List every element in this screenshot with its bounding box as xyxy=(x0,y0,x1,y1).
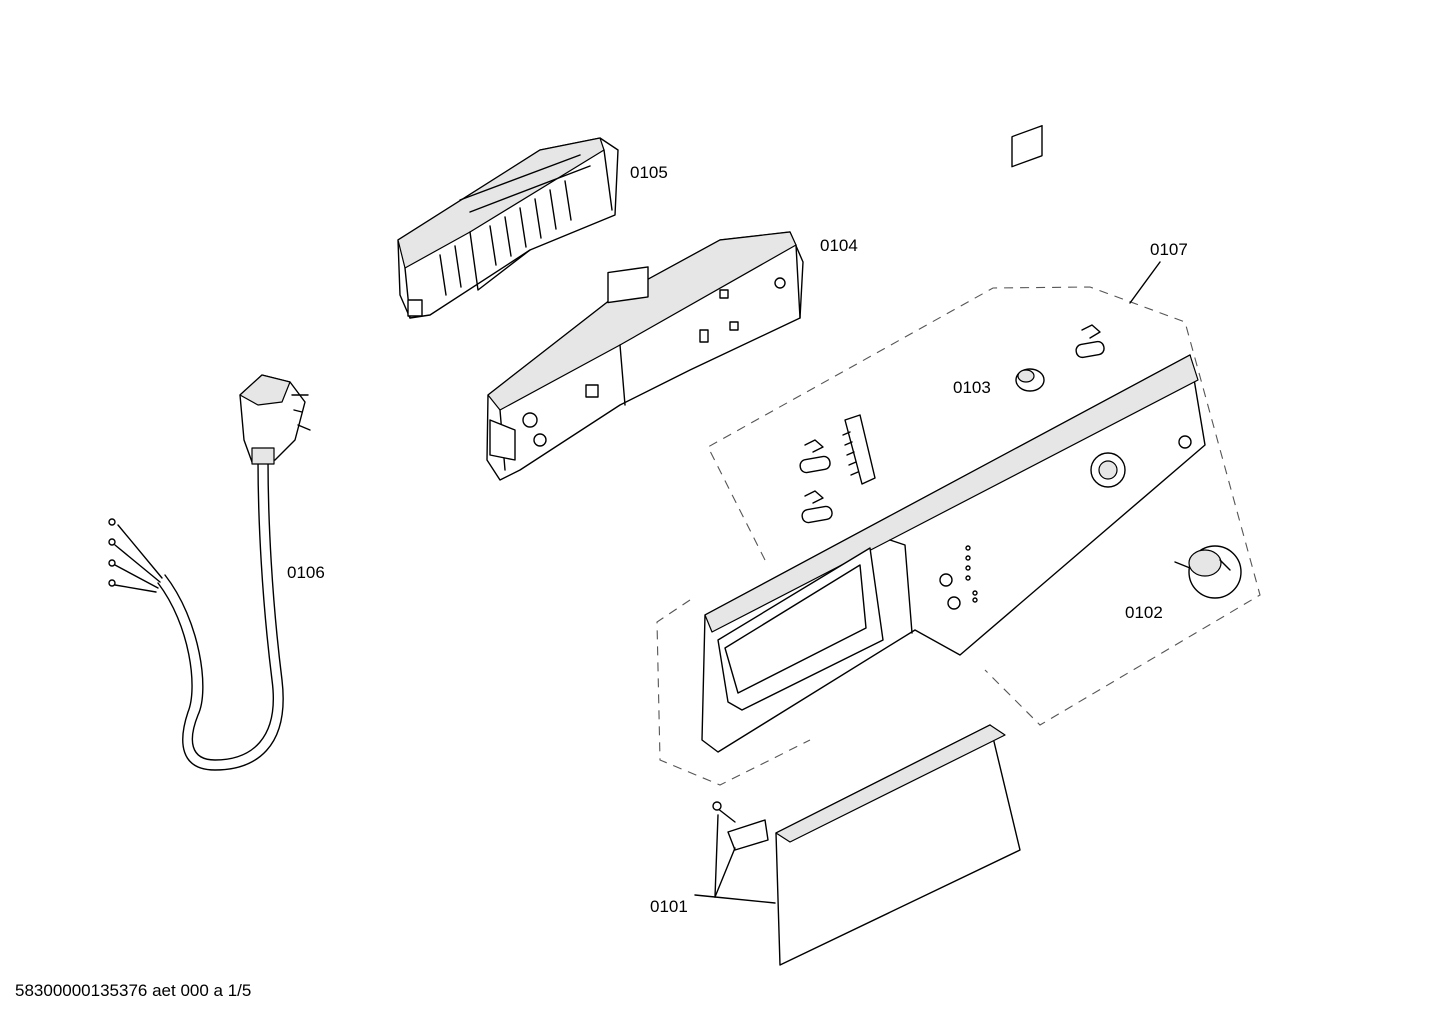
assembly-0107-outline xyxy=(656,261,1261,786)
part-label-0106: 0106 xyxy=(287,563,325,582)
part-label-0104: 0104 xyxy=(820,236,858,255)
part-label-0105: 0105 xyxy=(630,163,668,182)
part-0101-drawer-handle xyxy=(694,724,1021,966)
part-label-0103: 0103 xyxy=(953,378,991,397)
part-0105-module-cover xyxy=(397,137,619,319)
part-0102-selector-knob xyxy=(1174,545,1242,599)
control-panel-fascia xyxy=(701,124,1206,753)
part-label-0102: 0102 xyxy=(1125,603,1163,622)
document-id: 58300000135376 aet 000 a 1/5 xyxy=(15,981,252,1000)
part-label-0107: 0107 xyxy=(1150,240,1188,259)
part-0104-electronic-module xyxy=(486,231,804,481)
part-0106-power-cord xyxy=(108,374,311,771)
part-0103-light-guides xyxy=(799,324,1105,524)
part-label-0101: 0101 xyxy=(650,897,688,916)
